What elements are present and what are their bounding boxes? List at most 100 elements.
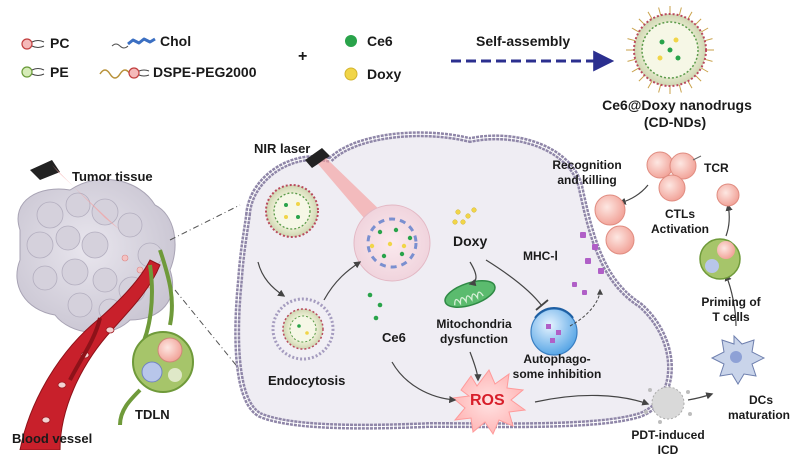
peg-chain — [687, 80, 693, 89]
legend-dspe-label: DSPE-PEG2000 — [153, 64, 257, 80]
peg-chain — [700, 27, 709, 33]
legend-plus-sign: + — [298, 48, 308, 65]
product-title-line2: (CD-NDs) — [643, 114, 707, 130]
mitochondria-icon — [444, 280, 496, 308]
arrow-to-vesicle — [323, 261, 362, 301]
inhibit-bar — [535, 299, 549, 311]
tdln-label: TDLN — [135, 407, 170, 422]
self-assembly-label: Self-assembly — [476, 33, 571, 49]
priming-lymph-node-icon — [699, 238, 741, 280]
arrow-dc-to-priming — [724, 273, 737, 327]
mhc-i-molecules-icon — [572, 232, 604, 295]
peg-chain — [631, 67, 640, 73]
tumor-laser-icon — [30, 160, 120, 230]
peg-chain — [695, 75, 702, 82]
arrow-doxy-to-mito — [468, 261, 477, 287]
peg-chain — [704, 58, 713, 62]
autophagosome-label-line1: Autophago- — [523, 352, 591, 366]
icd-debris-icon — [644, 386, 692, 424]
blood-vessel-icon — [19, 259, 161, 450]
cd-nd-nanoparticle-icon — [626, 6, 714, 94]
recognition-label-line1: Recognition — [552, 158, 622, 172]
blood-vessel-label: Blood vessel — [12, 431, 93, 446]
pdt-icd-label-line2: ICD — [657, 443, 679, 457]
nir-laser-label: NIR laser — [254, 141, 311, 156]
peg-chain — [687, 11, 693, 20]
legend-doxy-dot-icon — [344, 67, 358, 81]
peg-chain — [638, 18, 645, 25]
peg-chain — [627, 58, 636, 62]
peg-chain — [647, 80, 653, 89]
legend-doxy-label: Doxy — [367, 66, 402, 82]
autophagosome-label-line2: some inhibition — [512, 367, 602, 381]
arrow-priming-to-ctl — [725, 203, 733, 237]
peg-chain — [627, 38, 636, 42]
peg-chain — [704, 38, 713, 42]
endocytosis-label: Endocytosis — [268, 373, 346, 388]
mhc-i-label: MHC-Ⅰ — [523, 249, 558, 263]
recognition-label-line2: and killing — [557, 173, 617, 187]
arrow-ros-to-icd — [534, 394, 650, 406]
killer-t-cell-2-icon — [605, 225, 635, 255]
arrow-to-mhc — [569, 288, 603, 327]
legend-pc-label: PC — [50, 35, 70, 51]
arrow-ctl-to-killing — [618, 184, 649, 205]
legend-chol-label: Chol — [160, 33, 192, 49]
t-cell-icon — [716, 183, 740, 207]
mito-label-line2: dysfunction — [440, 332, 508, 346]
doxy-free-label: Doxy — [453, 233, 488, 249]
legend-dspe-icon — [99, 67, 150, 79]
free-doxy-dots — [452, 207, 477, 225]
arrow-to-endocytosis — [257, 261, 286, 297]
ros-burst-icon — [451, 369, 527, 436]
arrow-mito-to-ros — [469, 351, 482, 382]
legend-pe-icon — [21, 66, 45, 78]
cancer-cell-membrane-inner — [236, 133, 671, 428]
peg-chain — [678, 84, 682, 93]
peg-chain — [631, 27, 640, 33]
lysosome-vesicle-icon — [353, 204, 431, 282]
dendritic-cell-icon — [710, 334, 766, 385]
zoom-line-bottom — [174, 289, 241, 371]
zoom-line-top — [169, 204, 241, 241]
ros-label: ROS — [470, 392, 505, 409]
vessel-branch — [68, 317, 102, 381]
autophagosome-icon — [530, 306, 578, 356]
priming-label-line2: T cells — [712, 310, 750, 324]
endocytosis-vesicle-icon — [271, 297, 335, 361]
peg-chain — [678, 7, 682, 16]
peg-chain — [658, 7, 662, 16]
arrow-ce6-to-ros — [391, 361, 457, 404]
product-title-line1: Ce6@Doxy nanodrugs — [602, 97, 752, 113]
killer-t-cell-1-icon — [594, 194, 626, 226]
ctl-label-line2: Activation — [650, 222, 710, 236]
legend-pc-icon — [21, 38, 45, 50]
peg-chain — [647, 11, 653, 20]
incoming-nanoparticle-icon — [265, 184, 319, 238]
inhibit-line-autophagy — [485, 259, 543, 307]
peg-chain — [700, 67, 709, 73]
dc-label-line2: maturation — [727, 408, 791, 422]
ctl-label-line1: CTLs — [665, 207, 695, 221]
pdt-icd-label-line1: PDT-induced — [631, 428, 705, 442]
ctl-cluster-icon — [646, 151, 702, 202]
cell-laser-icon — [305, 148, 385, 225]
tumor-tissue-label: Tumor tissue — [72, 169, 153, 184]
free-ce6-dots — [367, 292, 383, 321]
dc-label-line1: DCs — [748, 393, 774, 407]
tcr-label: TCR — [704, 161, 729, 175]
peg-chain — [638, 75, 645, 82]
legend-ce6-dot-icon — [345, 35, 357, 47]
peg-chain — [695, 18, 702, 25]
legend-pe-label: PE — [50, 64, 69, 80]
mito-label-line1: Mitochondria — [436, 317, 512, 331]
peg-chain — [658, 84, 662, 93]
arrow-icd-to-dc — [687, 392, 714, 401]
legend-chol-icon — [111, 37, 156, 49]
ce6-free-label: Ce6 — [382, 330, 406, 345]
tdln-icon — [132, 331, 194, 393]
legend-ce6-label: Ce6 — [367, 33, 393, 49]
priming-label-line1: Priming of — [701, 295, 761, 309]
lymph-exit — [118, 388, 142, 426]
